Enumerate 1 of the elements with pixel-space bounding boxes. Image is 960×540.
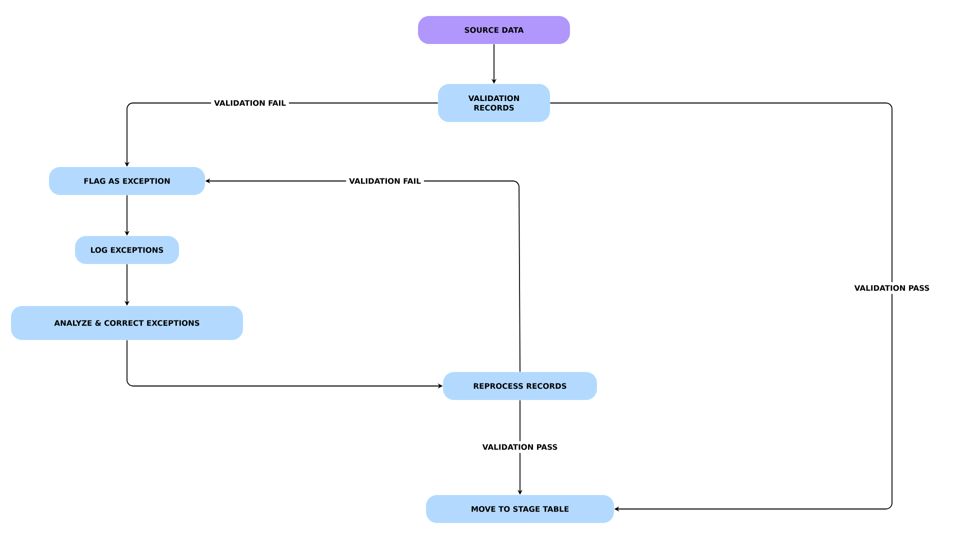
arrow [550, 102, 892, 512]
